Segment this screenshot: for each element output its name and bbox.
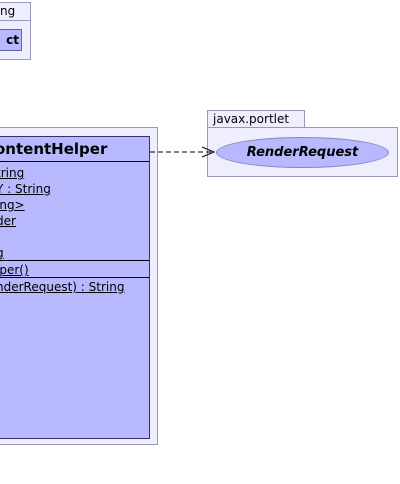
package-name-javax-portlet: javax.portlet (213, 112, 290, 126)
attribute-3: der (0, 214, 16, 228)
attribute-5: g (0, 246, 4, 260)
class-separator-operations (0, 260, 149, 261)
package-tab-javax-portlet: javax.portlet (207, 110, 305, 128)
interface-render-request[interactable]: RenderRequest (216, 137, 389, 168)
operation-1: nderRequest) : String (0, 280, 125, 294)
attribute-2: ing> (0, 198, 25, 212)
class-box-top-left[interactable]: ct (0, 29, 22, 51)
class-separator-operations-2 (0, 277, 149, 278)
class-name-top-left: ct (6, 33, 19, 47)
dependency-arrowhead (201, 146, 216, 158)
class-title: ontentHelper (0, 140, 108, 158)
attribute-1: Y : String (0, 182, 51, 196)
class-box-content-helper[interactable]: ontentHelper tring Y : String ing> der g… (0, 136, 150, 439)
attribute-0: tring (0, 166, 25, 180)
package-name-top-left: ng (0, 4, 16, 18)
class-separator-attributes (0, 161, 149, 162)
interface-name: RenderRequest (246, 145, 359, 160)
operation-0: lper() (0, 263, 29, 277)
